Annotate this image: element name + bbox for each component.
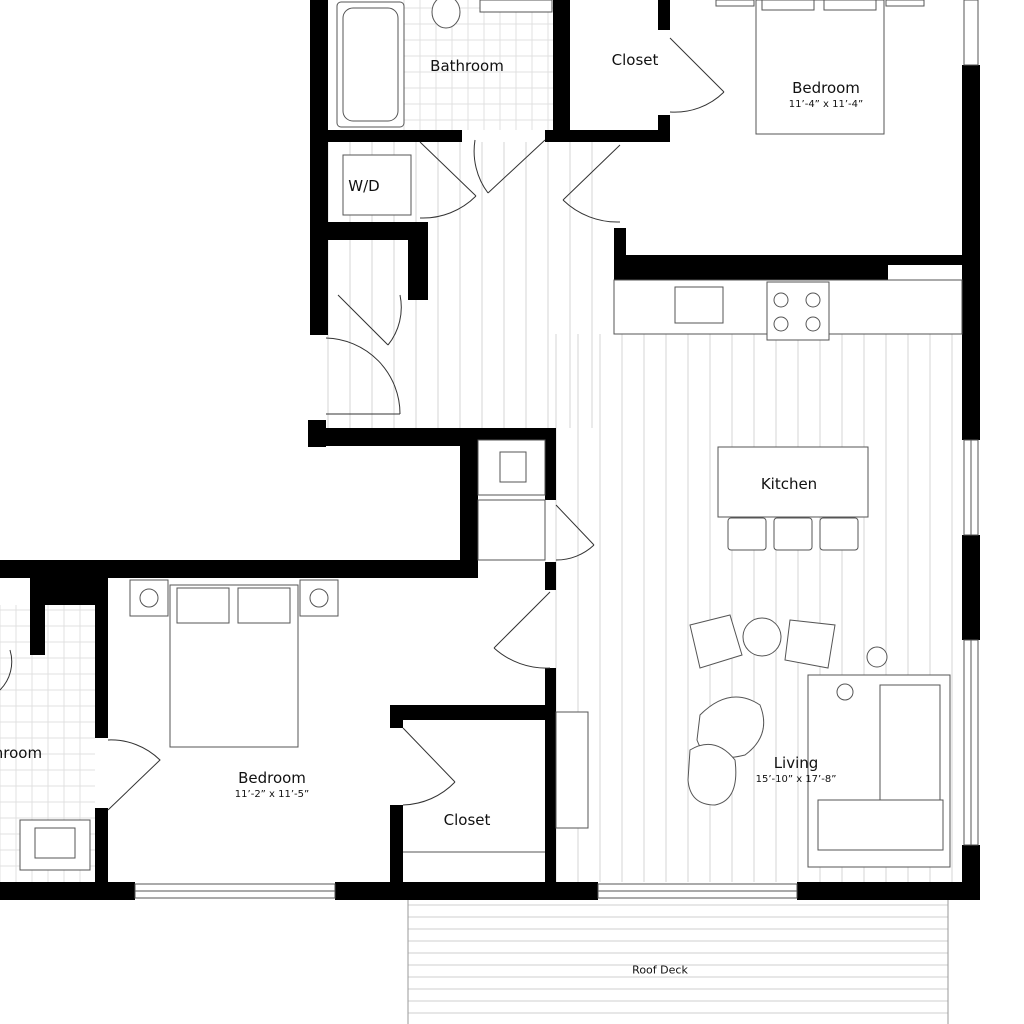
walls <box>0 0 980 900</box>
toilet <box>431 0 461 29</box>
doors <box>0 37 725 811</box>
ottoman <box>687 743 737 806</box>
room-label-wd: W/D <box>348 177 380 195</box>
washer-dryer <box>342 154 412 216</box>
room-name: Bedroom <box>238 769 306 787</box>
tile-floor <box>0 0 553 882</box>
roof-deck-boards <box>408 904 948 1014</box>
fixtures <box>19 0 963 871</box>
side-table <box>742 617 782 657</box>
room-label-kitchen: Kitchen <box>760 475 818 493</box>
room-label-closet: Closet <box>611 51 659 69</box>
room-label-roof-deck: Roof Deck <box>632 963 688 977</box>
room-dimensions: 15’-10” x 17’-8” <box>755 774 837 785</box>
room-dimensions: 11’-2” x 11’-5” <box>234 789 310 800</box>
kitchen-island <box>717 446 869 518</box>
room-label-bathroom: Bathroom <box>430 57 504 75</box>
pantry-sink <box>477 499 546 561</box>
stove <box>766 281 830 341</box>
sink <box>674 286 724 324</box>
tv-console <box>555 711 589 829</box>
room-label-closet: Closet <box>443 811 491 829</box>
room-name: Living <box>773 754 819 772</box>
room-name: Bedroom <box>792 79 860 97</box>
windows <box>134 0 979 899</box>
room-dimensions: 11’-4” x 11’-4” <box>788 99 864 110</box>
room-label-bathroom: throom <box>0 744 43 762</box>
room-label-bedroom: Bedroom 11’-2” x 11’-5” <box>235 768 309 800</box>
room-label-bedroom: Bedroom 11’-4” x 11’-4” <box>789 78 863 110</box>
room-label-living: Living 15’-10” x 17’-8” <box>756 753 837 785</box>
vanity <box>479 0 553 13</box>
bed <box>755 0 885 135</box>
armchair <box>784 619 836 669</box>
armchair <box>689 614 743 669</box>
